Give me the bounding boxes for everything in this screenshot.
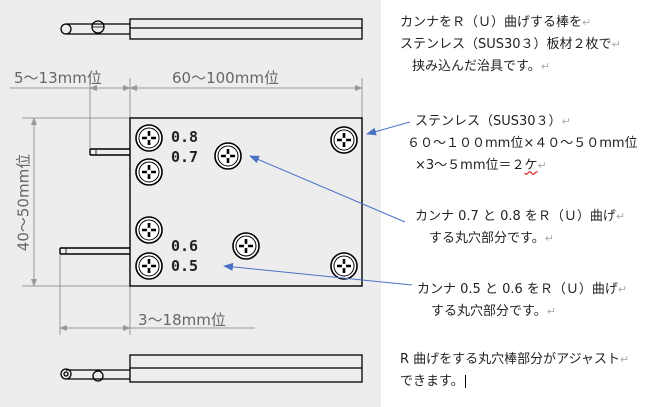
screw-hole-0-6 bbox=[135, 216, 163, 244]
note-holes-upper: カンナ 0.7 と 0.8 をＲ（Ｕ）曲げ↵ する丸穴部分です。↵ bbox=[415, 206, 625, 250]
paragraph-mark: ↵ bbox=[537, 159, 547, 172]
note-holes-lower-line2: する丸穴部分です。 bbox=[431, 304, 547, 319]
drawing-background bbox=[0, 0, 381, 407]
note-material-line1: ステンレス（SUS30３） bbox=[415, 114, 562, 129]
hole-label-0-6: 0.6 bbox=[171, 237, 199, 255]
note-holes-lower: カンナ 0.5 と 0.6 をＲ（Ｕ）曲げ↵ する丸穴部分です。↵ bbox=[417, 279, 627, 323]
paragraph-mark: ↵ bbox=[540, 60, 550, 73]
screw-plate-top-right bbox=[330, 126, 358, 154]
dim-label-top-right: 60～100mm位 bbox=[172, 69, 279, 87]
hole-label-0-5: 0.5 bbox=[171, 257, 199, 275]
note-adjust: R 曲げをする丸穴棒部分がアジャスト↵ できます。 bbox=[400, 349, 629, 393]
text-cursor[interactable] bbox=[464, 375, 466, 388]
note-material-line3: ×3～５mm位＝２ bbox=[415, 158, 525, 173]
hole-label-0-8: 0.8 bbox=[171, 128, 199, 146]
callout-arrow-upper-holes bbox=[249, 155, 406, 223]
dim-label-bottom: 3～18mm位 bbox=[138, 311, 226, 329]
paragraph-mark: ↵ bbox=[546, 305, 556, 318]
note-material-counter: ケ bbox=[524, 158, 538, 173]
paragraph-mark: ↵ bbox=[615, 210, 626, 223]
paragraph-mark: ↵ bbox=[561, 115, 571, 128]
paragraph-mark: ↵ bbox=[617, 283, 628, 296]
note-adjust-line1: R 曲げをする丸穴棒部分がアジャスト bbox=[400, 352, 620, 367]
callout-arrow-plate bbox=[366, 121, 411, 136]
note-holes-upper-line2: する丸穴部分です。 bbox=[429, 231, 545, 246]
jig-plate bbox=[59, 117, 363, 287]
paragraph-mark: ↵ bbox=[620, 353, 630, 366]
bottom-side-view bbox=[60, 354, 363, 383]
screw-holes bbox=[135, 124, 358, 280]
callout-arrow-lower-holes bbox=[223, 262, 413, 286]
dimension-lines bbox=[10, 78, 363, 335]
note-material-line2: ６０～１００mm位×４０～５０mm位 bbox=[407, 136, 638, 151]
paragraph-mark: ↵ bbox=[544, 232, 554, 245]
note-intro-line2: ステンレス（SUS30３）板材２枚で bbox=[400, 37, 612, 52]
note-material: ステンレス（SUS30３）↵ ６０～１００mm位×４０～５０mm位 ×3～５mm… bbox=[407, 111, 638, 177]
callout-arrows bbox=[223, 121, 413, 286]
screw-plate-lower-center bbox=[232, 232, 260, 260]
screw-plate-bottom-right bbox=[330, 252, 358, 280]
hole-label-0-7: 0.7 bbox=[171, 148, 199, 166]
note-intro-line1: カンナをＲ（Ｕ）曲げする棒を bbox=[400, 15, 583, 30]
screw-hole-0-7 bbox=[135, 158, 163, 186]
paragraph-mark: ↵ bbox=[611, 38, 621, 51]
paragraph-mark: ↵ bbox=[582, 16, 592, 29]
note-holes-upper-line1: カンナ 0.7 と 0.8 をＲ（Ｕ）曲げ bbox=[415, 209, 616, 224]
note-holes-lower-line1: カンナ 0.5 と 0.6 をＲ（Ｕ）曲げ bbox=[417, 282, 618, 297]
screw-plate-top-left bbox=[135, 124, 163, 152]
dim-label-top-left: 5～13mm位 bbox=[14, 69, 102, 87]
dim-label-left-vertical: 40～50mm位 bbox=[14, 153, 33, 252]
note-adjust-line2: できます。 bbox=[400, 374, 464, 389]
note-intro-line3: 挟み込んだ治具です。 bbox=[412, 59, 541, 74]
top-side-view bbox=[60, 18, 363, 40]
screw-plate-center bbox=[214, 142, 242, 170]
screw-hole-0-5 bbox=[135, 252, 163, 280]
note-intro: カンナをＲ（Ｕ）曲げする棒を↵ ステンレス（SUS30３）板材２枚で↵ 挟み込ん… bbox=[400, 12, 621, 78]
